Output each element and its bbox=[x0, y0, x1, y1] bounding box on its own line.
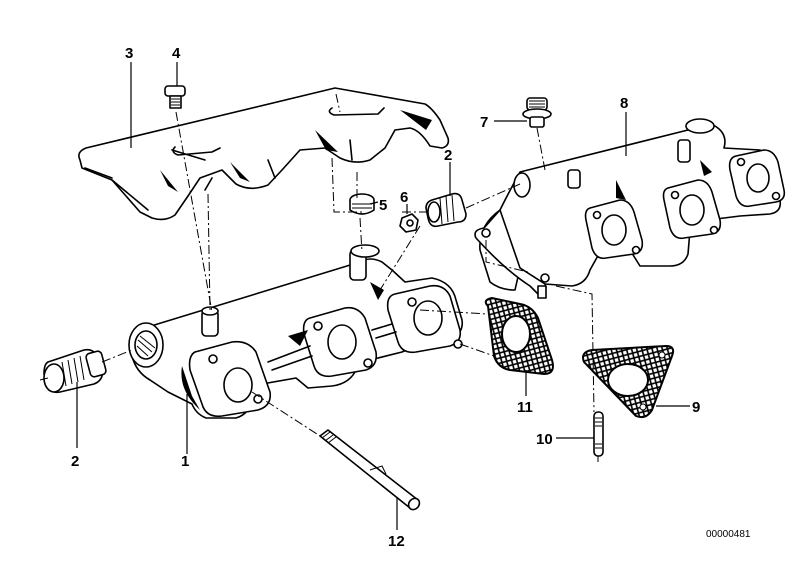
reference-number: 00000481 bbox=[706, 529, 751, 540]
callout-9: 9 bbox=[692, 399, 700, 416]
callout-3: 3 bbox=[125, 45, 133, 62]
stud[interactable] bbox=[593, 411, 604, 457]
assembly-lines bbox=[39, 93, 599, 462]
flange-gasket[interactable] bbox=[484, 296, 554, 376]
exhaust-manifold-front[interactable] bbox=[128, 244, 464, 419]
plug-with-washer[interactable] bbox=[522, 97, 552, 128]
callout-4: 4 bbox=[172, 45, 181, 62]
threaded-plug[interactable] bbox=[349, 193, 375, 215]
long-stud[interactable] bbox=[319, 429, 422, 512]
callout-1: 1 bbox=[181, 453, 189, 470]
callout-8: 8 bbox=[620, 95, 628, 112]
heat-shield[interactable] bbox=[78, 87, 450, 221]
hex-bolt[interactable] bbox=[164, 85, 186, 109]
callout-11: 11 bbox=[517, 399, 533, 416]
exhaust-manifold-rear[interactable] bbox=[474, 118, 786, 299]
callout-12: 12 bbox=[388, 533, 405, 550]
callout-7: 7 bbox=[480, 114, 488, 131]
callout-6: 6 bbox=[400, 189, 408, 206]
callout-10: 10 bbox=[536, 431, 553, 448]
threaded-fitting-left[interactable] bbox=[43, 348, 107, 394]
callout-labels: 3 4 2 5 6 7 8 2 1 11 9 10 12 00000481 bbox=[71, 45, 751, 550]
callout-2-center: 2 bbox=[444, 147, 452, 164]
callout-2-left: 2 bbox=[71, 453, 79, 470]
triangular-gasket[interactable] bbox=[582, 344, 675, 419]
threaded-fitting-center[interactable] bbox=[425, 192, 467, 228]
callout-leaders bbox=[76, 62, 690, 530]
hex-nut[interactable] bbox=[399, 213, 419, 233]
callout-5: 5 bbox=[379, 197, 387, 214]
